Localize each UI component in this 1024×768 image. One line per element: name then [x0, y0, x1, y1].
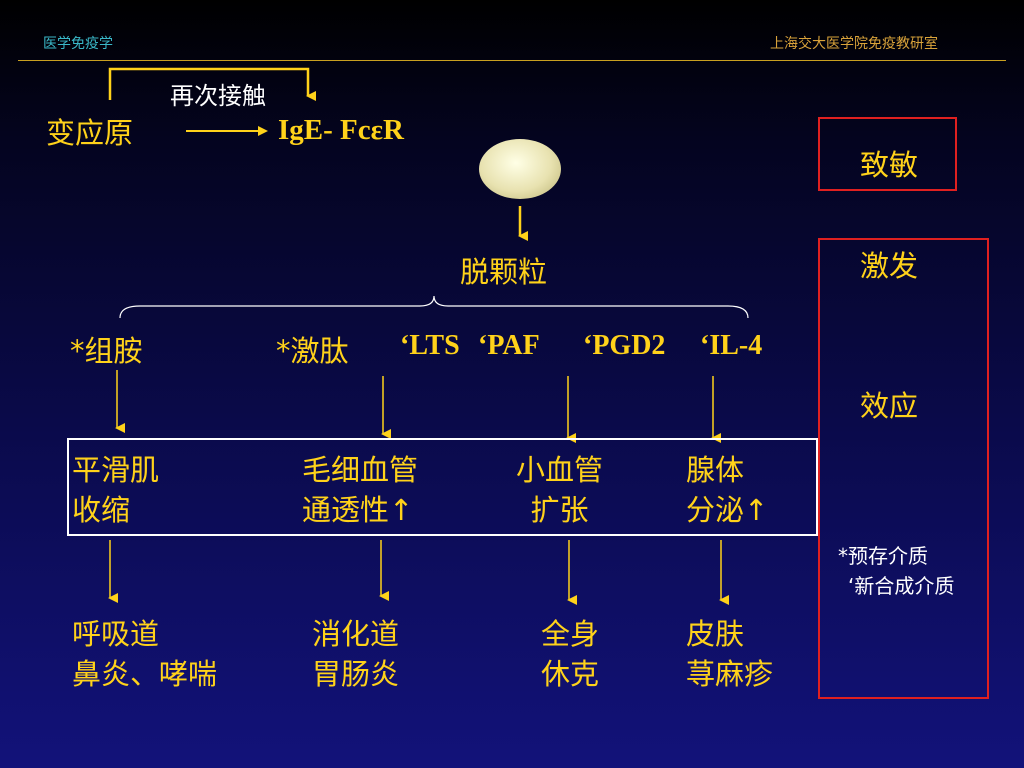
mediator-paf: ‘PAF — [478, 330, 540, 361]
stage-trigger: 激发 — [860, 249, 919, 283]
mediator-histamine: *组胺 — [70, 334, 143, 368]
effect-capillary: 毛细血管通透性↑ — [302, 453, 419, 527]
disease-systemic: 全身休克 — [541, 617, 600, 691]
legend-preformed: *预存介质 — [838, 544, 928, 568]
mediator-brace — [119, 295, 749, 319]
sensitization-box — [818, 117, 957, 191]
recontact-label: 再次接触 — [170, 82, 266, 110]
mast-cell — [479, 139, 561, 199]
mediator-lts: ‘LTS — [400, 330, 460, 361]
header-divider — [18, 60, 1006, 61]
effects-box — [67, 438, 818, 536]
effect-smooth-muscle: 平滑肌收缩 — [72, 453, 160, 527]
antigen-label: 变应原 — [46, 116, 134, 150]
disease-respiratory: 呼吸道鼻炎、哮喘 — [72, 617, 218, 691]
mediator-pgd2: ‘PGD2 — [583, 330, 666, 361]
mediator-kinin: *激肽 — [276, 334, 349, 368]
receptor-label: IgE- FcεR — [278, 114, 404, 146]
mediator-il4: ‘IL-4 — [700, 330, 763, 361]
course-title: 医学免疫学 — [43, 36, 113, 52]
disease-digestive: 消化道胃肠炎 — [312, 617, 400, 691]
trigger-effect-box — [818, 238, 989, 699]
stage-sensitization: 致敏 — [860, 148, 919, 182]
disease-skin: 皮肤荨麻疹 — [686, 617, 774, 691]
effect-gland: 腺体分泌↑ — [686, 453, 769, 527]
degranulation-label: 脱颗粒 — [460, 255, 548, 289]
recontact-bracket — [108, 67, 316, 101]
stage-effect: 效应 — [860, 389, 919, 423]
effect-vessel: 小血管扩张 — [516, 453, 604, 527]
legend-new: ‘新合成介质 — [848, 574, 955, 598]
department-name: 上海交大医学院免疫教研室 — [770, 36, 938, 52]
